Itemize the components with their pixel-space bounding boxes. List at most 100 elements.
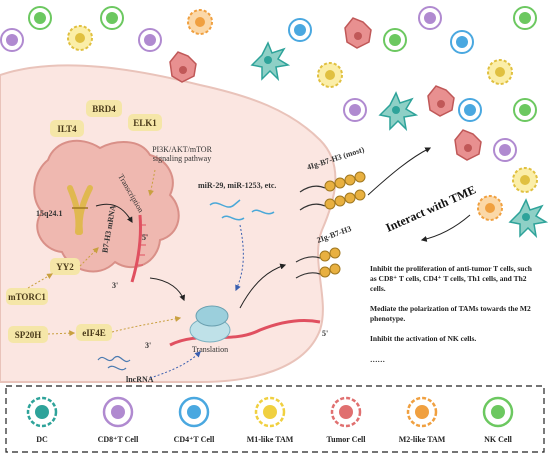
- translation-three-prime: 3': [145, 341, 151, 350]
- legend: DC CD8⁺T Cell CD4⁺T Cell M1-like TAM Tumor C…: [26, 396, 514, 444]
- effect-3-line-1: Inhibit the activation of NK cells.: [370, 334, 476, 343]
- cd8-t-cell-icon: [418, 6, 442, 30]
- nuclear-five-prime: 5': [142, 233, 148, 242]
- translation-label: Translation: [192, 345, 228, 354]
- b7h3-2ig-protein: [295, 247, 341, 279]
- locus-label: 15q24.1: [36, 209, 62, 218]
- yy2-box: [50, 258, 80, 275]
- eif4e-arrow: [111, 315, 182, 333]
- mtorc1-label: mTORC1: [8, 292, 46, 302]
- legend-label: DC: [36, 435, 48, 444]
- legend-label: Tumor Cell: [327, 435, 367, 444]
- lncrna-icon: [97, 356, 131, 371]
- m1-tam-icon: [317, 62, 343, 88]
- legend-item: CD4⁺T Cell: [174, 396, 216, 444]
- cytoplasmic-mrna-strand: [169, 318, 321, 347]
- cd8-t-cell-icon: [138, 28, 162, 52]
- m2-tam-icon: [187, 9, 213, 35]
- effect-1-line-1: Inhibit the proliferation of anti-tumor …: [370, 264, 533, 273]
- m1-tam-icon: [254, 396, 286, 428]
- yy2-arrow: [79, 247, 99, 267]
- nk-cell-icon: [482, 396, 514, 428]
- elk1-label: ELK1: [133, 118, 157, 128]
- dendritic-cell-icon: [250, 41, 291, 82]
- ribosome-large-subunit: [195, 305, 229, 327]
- effect-1-line-3: cells.: [370, 284, 386, 293]
- interact-arrow-up: [367, 147, 432, 196]
- tumor-cell-icon: [454, 129, 482, 161]
- nk-cell-icon: [513, 6, 537, 30]
- eif4e-box: [76, 324, 112, 341]
- yy2-label: YY2: [56, 262, 74, 272]
- transcription-arrow: [95, 203, 133, 224]
- legend-box: [5, 385, 545, 453]
- translation-to-membrane-arrow: [239, 263, 287, 309]
- dendritic-cell-icon: [26, 396, 58, 428]
- mirna-icon: [209, 199, 275, 221]
- legend-label: CD4⁺T Cell: [174, 435, 216, 444]
- cd8-t-cell-icon: [0, 28, 24, 52]
- pathway-line-2: signaling pathway: [153, 154, 211, 163]
- cd4-t-cell-icon: [288, 18, 312, 42]
- dendritic-cell-icon: [378, 91, 419, 132]
- chromosome-icon: [67, 185, 93, 235]
- nuclear-mrna-strand: [130, 214, 142, 283]
- legend-label: M1-like TAM: [247, 435, 294, 444]
- nk-cell-icon: [28, 6, 52, 30]
- b7h3-4ig-protein: [299, 171, 366, 211]
- legend-item: M2-like TAM: [399, 396, 446, 444]
- legend-label: NK Cell: [484, 435, 513, 444]
- m1-tam-icon: [512, 167, 538, 193]
- m1-tam-icon: [487, 59, 513, 85]
- ilt4-label: ILT4: [57, 124, 77, 134]
- ilt4-box: [50, 120, 84, 137]
- sp20h-box: [8, 326, 48, 343]
- elk1-box: [128, 114, 162, 131]
- translation-five-prime: 5': [322, 329, 328, 338]
- sp20h-arrow: [47, 330, 76, 337]
- interact-arrow-down: [420, 214, 471, 242]
- nuclear-three-prime: 3': [112, 281, 118, 290]
- nk-cell-icon: [513, 98, 537, 122]
- effect-2-line-2: phenotype.: [370, 314, 405, 323]
- effect-2-line-1: Mediate the polarization of TAMs towards…: [370, 304, 531, 313]
- lncrna-label: lncRNA: [126, 375, 154, 384]
- tumor-cell-icon: [344, 17, 372, 49]
- m2-tam-icon: [406, 396, 438, 428]
- nk-cell-icon: [100, 6, 124, 30]
- m1-tam-icon: [67, 25, 93, 51]
- cd8-t-cell-icon: [493, 138, 517, 162]
- tumor-cell-icon: [427, 85, 455, 117]
- cd8-t-cell-icon: [102, 396, 134, 428]
- legend-item: M1-like TAM: [247, 396, 294, 444]
- cd8-t-cell-icon: [343, 98, 367, 122]
- nuclear-mrna-bases: [137, 224, 147, 266]
- nucleus: [33, 139, 180, 273]
- dendritic-cell-icon: [508, 198, 549, 239]
- sp20h-label: SP20H: [15, 330, 42, 340]
- export-arrow: [149, 277, 185, 302]
- mirna-arrow: [235, 224, 244, 292]
- legend-item: DC: [26, 396, 58, 444]
- effects-ellipsis: ……: [370, 355, 385, 364]
- mtorc1-box: [6, 288, 48, 305]
- eif4e-label: eIF4E: [82, 328, 106, 338]
- legend-item: NK Cell: [482, 396, 514, 444]
- interact-label: Interact with TME: [384, 182, 478, 234]
- legend-item: Tumor Cell: [327, 396, 367, 444]
- brd4-label: BRD4: [92, 104, 116, 114]
- mirna-label: miR-29, miR-1253, etc.: [198, 181, 276, 190]
- cd4-t-cell-icon: [450, 30, 474, 54]
- tumor-cell-icon: [169, 51, 197, 83]
- cd4-t-cell-icon: [178, 396, 210, 428]
- nk-cell-icon: [383, 28, 407, 52]
- pathway-arrow: [147, 169, 156, 197]
- legend-label: CD8⁺T Cell: [98, 435, 140, 444]
- brd4-box: [86, 100, 122, 117]
- pathway-line-1: PI3K/AKT/mTOR: [152, 145, 213, 154]
- m2-tam-icon: [477, 195, 503, 221]
- tme-cells: [0, 6, 549, 239]
- cd4-t-cell-icon: [458, 98, 482, 122]
